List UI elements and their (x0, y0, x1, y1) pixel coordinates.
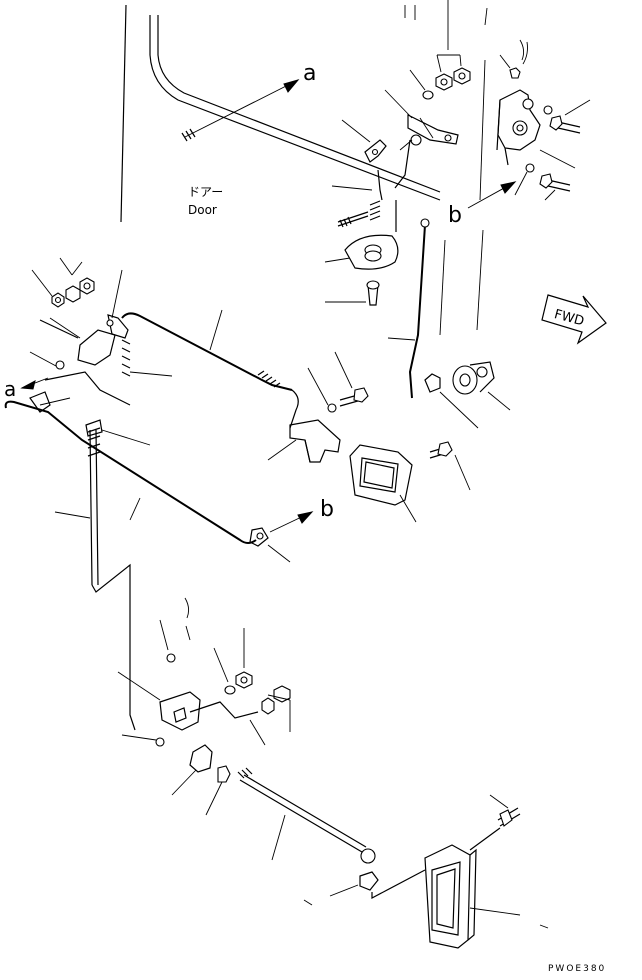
ref-arrow-b-mid (467, 181, 517, 209)
rotary-lock (424, 361, 511, 429)
ref-label-b-low: b (320, 497, 334, 522)
lower-lever (117, 597, 291, 816)
fwd-label: FWD (552, 307, 585, 329)
door-label-jp: ドアー (188, 185, 223, 199)
ref-label-a-top: a (303, 61, 316, 86)
vertical-rod (54, 419, 151, 731)
washer-icon (155, 737, 165, 747)
drawing-code: PWOE380 (548, 964, 606, 974)
ref-label-b-mid: b (448, 203, 462, 228)
ref-arrow-a-top (181, 79, 300, 142)
link-rod-right (387, 218, 430, 399)
washer-icon (166, 653, 176, 663)
upper-long-rod (121, 309, 299, 429)
ref-arrow-a-left (20, 377, 49, 390)
washer-icon (422, 90, 434, 100)
nut-icon (261, 697, 275, 715)
center-lever (267, 351, 369, 463)
fwd-indicator (541, 294, 607, 345)
washer-icon (525, 163, 535, 173)
nut-icon (217, 765, 231, 783)
door-knob (324, 200, 399, 306)
washer-icon (55, 360, 65, 370)
washer-icon (410, 134, 422, 146)
nut-icon (273, 685, 291, 703)
ref-arrow-b-low (269, 511, 314, 533)
lower-handle-rod (237, 767, 426, 906)
lower-long-rod (4, 400, 291, 563)
inside-handle (349, 441, 471, 523)
ref-label-a-left: a (4, 377, 16, 401)
left-bracket (29, 257, 173, 413)
latch-assembly (496, 39, 591, 201)
outside-handle (424, 794, 549, 949)
washer-icon (327, 403, 337, 413)
top-leaders (404, 0, 488, 336)
door-label-en: Door (188, 203, 217, 217)
nut-icon (509, 67, 521, 79)
washer-icon (224, 685, 236, 695)
upper-lock-bracket (331, 54, 471, 228)
washer-icon (543, 105, 553, 115)
door-frame (120, 4, 441, 223)
